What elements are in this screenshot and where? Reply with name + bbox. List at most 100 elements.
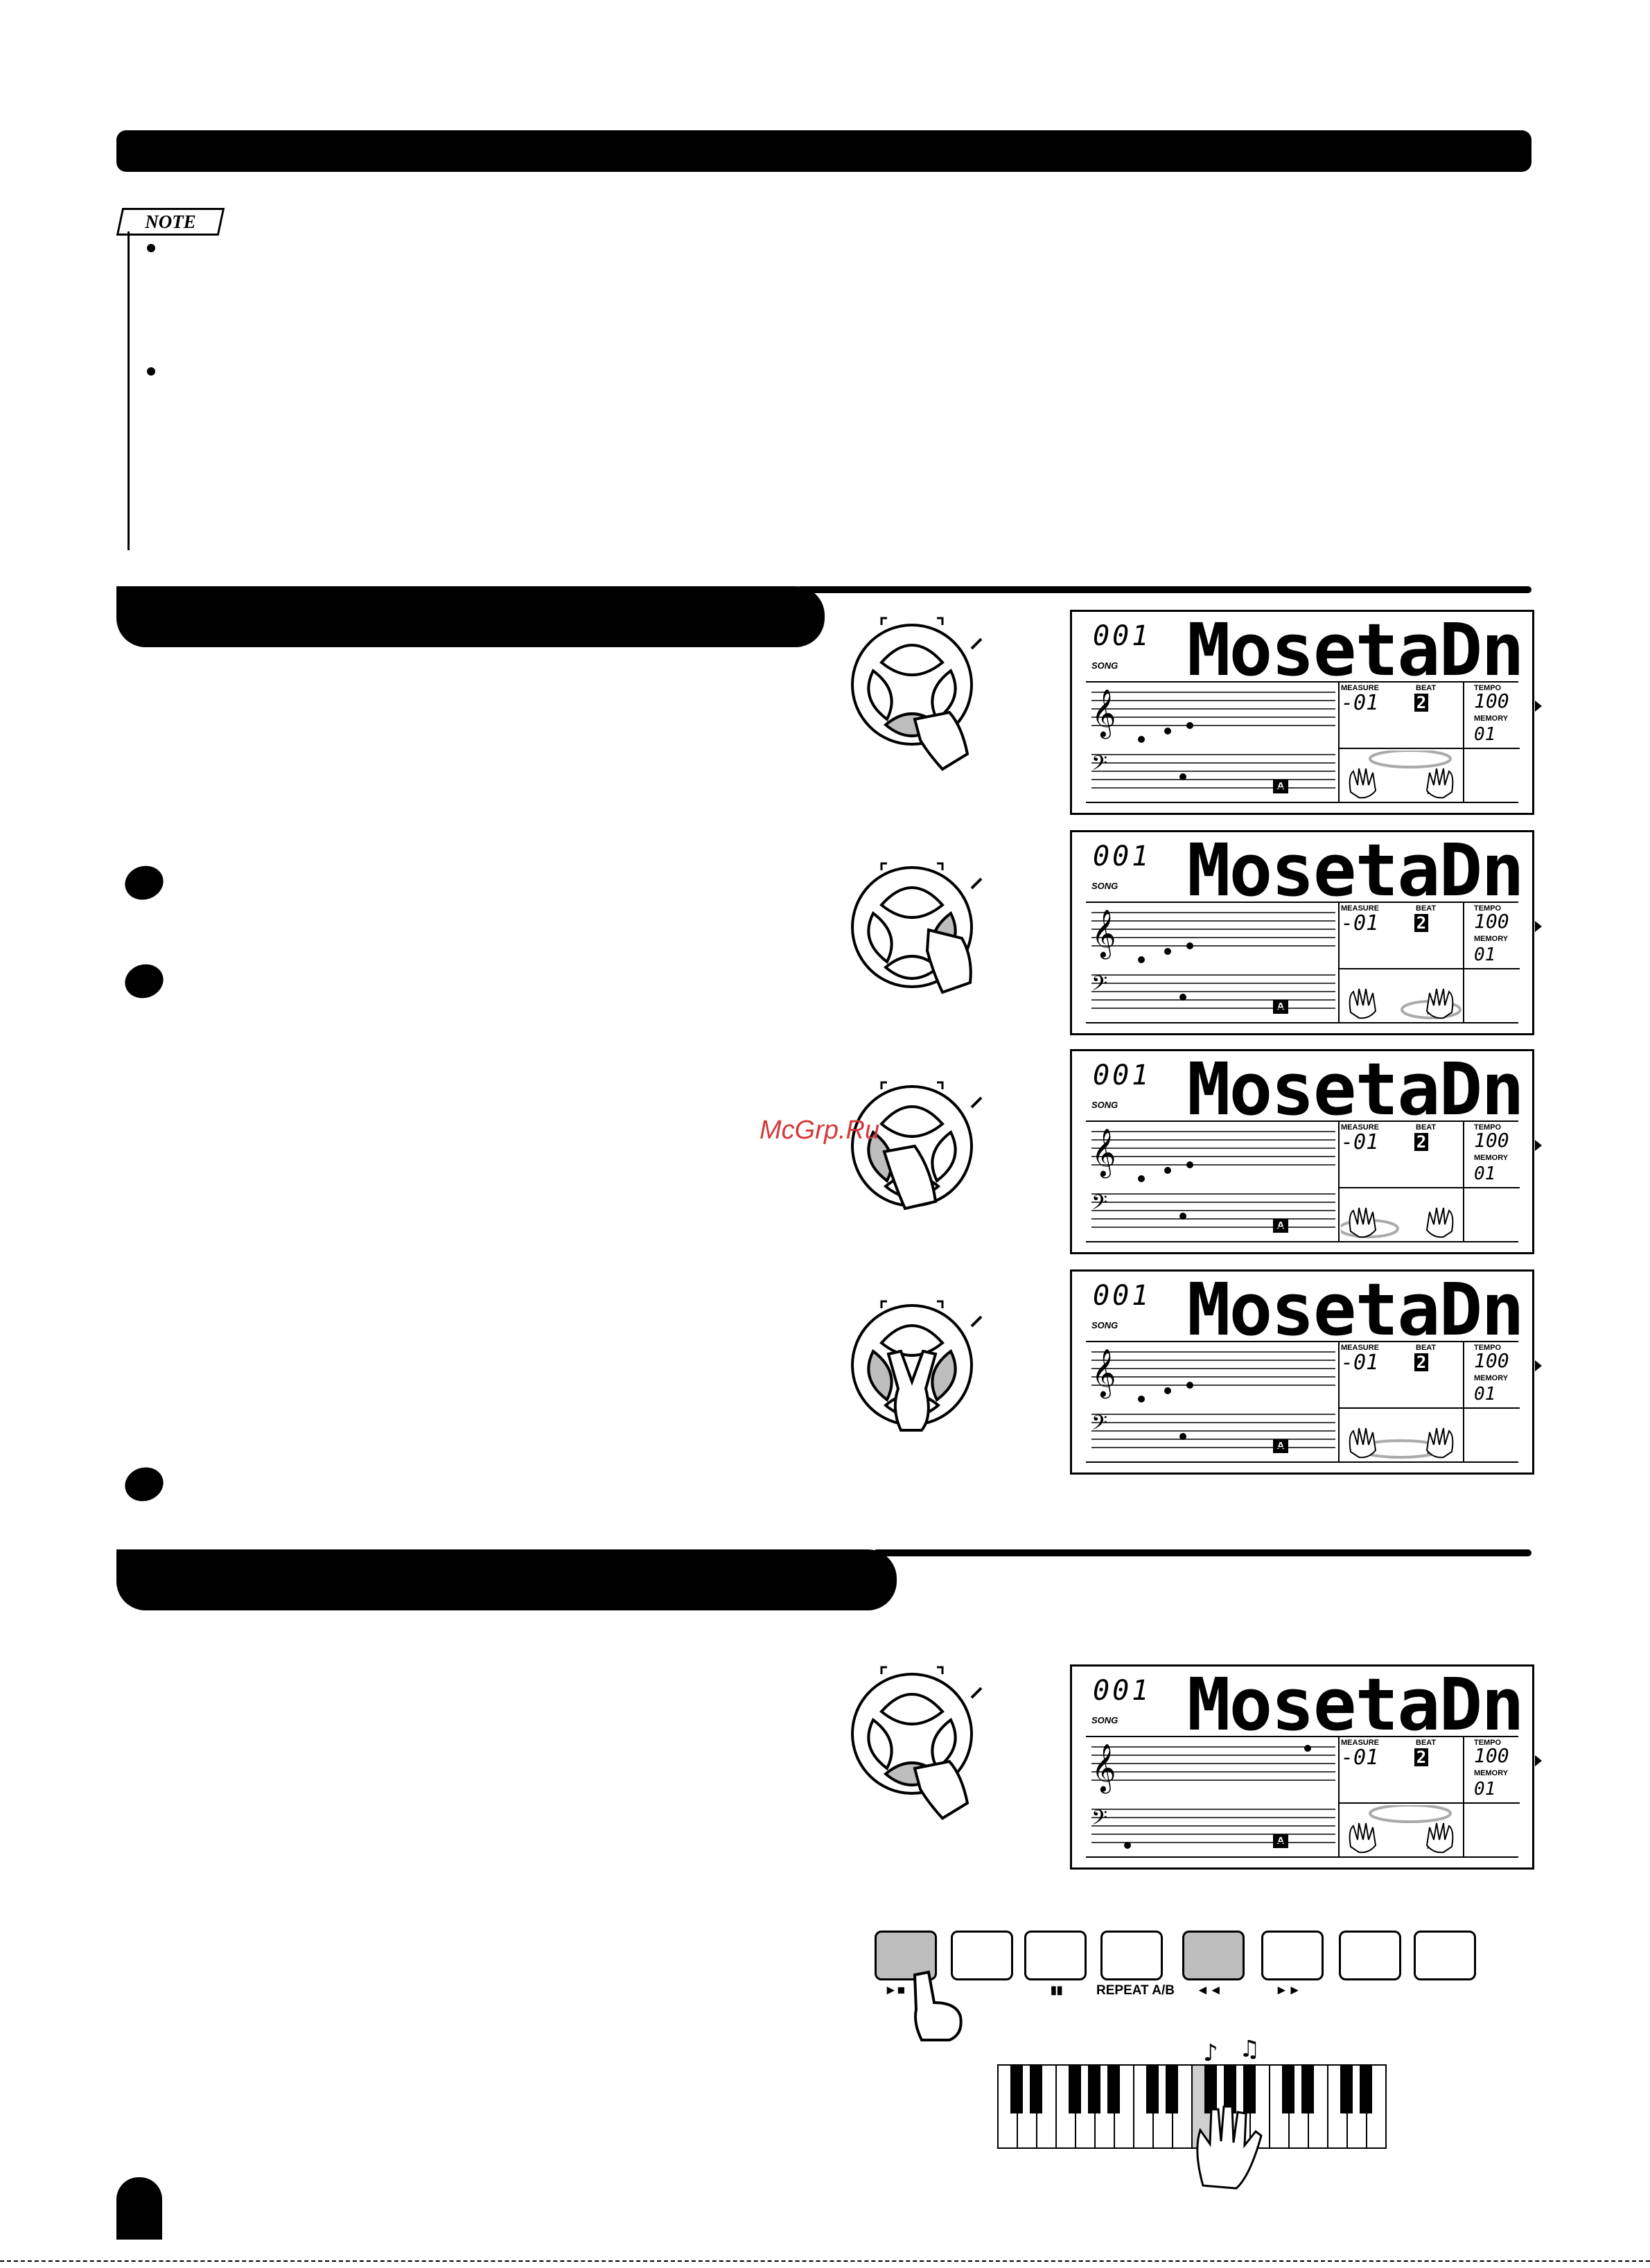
- fast-forward-label: ►►: [1275, 1983, 1301, 1998]
- lcd-memory-label: MEMORY: [1474, 1374, 1509, 1382]
- section-header-rule: [797, 586, 1531, 593]
- lcd-memory-label: MEMORY: [1474, 1769, 1509, 1777]
- lcd-part-marker: A: [1273, 1219, 1288, 1233]
- lcd-tempo-value: 100: [1474, 1129, 1509, 1152]
- lcd-part-marker: A: [1273, 780, 1288, 793]
- lcd-memory-value: 01: [1474, 1163, 1496, 1184]
- lcd-measure-label: MEASURE: [1341, 684, 1380, 692]
- lcd-tempo-value: 100: [1474, 1744, 1509, 1767]
- lcd-staff-icon: 𝄞 𝄢: [1091, 1128, 1335, 1228]
- rewind-button[interactable]: [1182, 1931, 1245, 1980]
- watermark-text: McGrp.Ru: [760, 1116, 880, 1145]
- keyboard-illustration: ♪ ♫: [997, 2040, 1387, 2190]
- start-stop-label: ►■: [884, 1983, 906, 1998]
- lcd-tempo-label: TEMPO: [1474, 904, 1502, 913]
- svg-text:𝄢: 𝄢: [1091, 1412, 1107, 1440]
- note-tag-label: NOTE: [145, 211, 196, 232]
- lcd-arrow-icon: [1535, 701, 1542, 712]
- lcd-arrow-icon: [1535, 1360, 1542, 1371]
- rewind-label: ◄◄: [1196, 1983, 1222, 1998]
- section-header-rule-2: [873, 1549, 1531, 1556]
- panel-button-8[interactable]: [1414, 1931, 1476, 1980]
- lcd-beat-value: 2: [1414, 1748, 1428, 1766]
- lcd-hands-icon: [1349, 1805, 1454, 1854]
- svg-text:♫: ♫: [1239, 2040, 1260, 2063]
- lcd-memory-label: MEMORY: [1474, 714, 1509, 723]
- lcd-tempo-label: TEMPO: [1474, 1344, 1502, 1352]
- lcd-arrow-icon: [1535, 921, 1542, 932]
- lcd-memory-label: MEMORY: [1474, 1154, 1509, 1162]
- lcd-tempo-label: TEMPO: [1474, 1123, 1502, 1132]
- lcd-beat-label: BEAT: [1416, 684, 1437, 692]
- page-number-tab: [116, 2177, 162, 2240]
- svg-text:𝄞: 𝄞: [1091, 1348, 1116, 1398]
- note-bullet-2: [147, 367, 155, 376]
- lcd-display-1: 001 SONG MosetaDn MEASURE BEAT TEMPO MEM…: [1070, 608, 1542, 815]
- lcd-tempo-value: 100: [1474, 910, 1509, 933]
- lcd-hands-icon: [1349, 988, 1462, 1019]
- lcd-measure-value: -01: [1341, 691, 1379, 715]
- lcd-beat-value: 2: [1414, 914, 1428, 932]
- svg-text:𝄞: 𝄞: [1091, 1743, 1116, 1793]
- lcd-measure-value: -01: [1341, 1351, 1379, 1375]
- section-header-lesson: [116, 586, 825, 647]
- lcd-tempo-label: TEMPO: [1474, 1739, 1502, 1747]
- svg-text:𝄞: 𝄞: [1091, 689, 1116, 739]
- lcd-measure-label: MEASURE: [1341, 1344, 1380, 1352]
- lcd-memory-value: 01: [1474, 1779, 1496, 1800]
- svg-text:𝄢: 𝄢: [1091, 1191, 1107, 1220]
- lcd-song-name: MosetaDn: [1187, 608, 1525, 692]
- pause-button[interactable]: [1024, 1931, 1087, 1980]
- svg-text:♪: ♪: [1203, 2040, 1218, 2067]
- lcd-hands-icon: [1349, 1427, 1454, 1459]
- lcd-hands-icon: [1341, 1207, 1454, 1238]
- step-marker-2: [120, 959, 168, 1003]
- svg-text:𝄢: 𝄢: [1091, 1807, 1107, 1835]
- lcd-song-name: MosetaDn: [1187, 1662, 1525, 1747]
- lcd-song-label: SONG: [1091, 660, 1118, 671]
- svg-text:𝄢: 𝄢: [1091, 752, 1107, 780]
- fast-forward-button[interactable]: [1261, 1931, 1324, 1980]
- lcd-measure-label: MEASURE: [1341, 1739, 1380, 1747]
- lcd-tempo-value: 100: [1474, 1349, 1509, 1372]
- lcd-song-label: SONG: [1091, 1715, 1118, 1725]
- lcd-beat-value: 2: [1414, 694, 1428, 712]
- lcd-song-name: MosetaDn: [1187, 828, 1525, 913]
- lcd-arrow-icon: [1535, 1140, 1542, 1151]
- footer-rule: [0, 2260, 1650, 2263]
- practice-dial-illustration: [851, 1666, 983, 1820]
- section-header-practice: [116, 1549, 897, 1610]
- lcd-staff-icon: 𝄞 𝄢: [1091, 1743, 1335, 1849]
- lcd-memory-value: 01: [1474, 724, 1496, 745]
- lcd-part-marker: A: [1273, 1439, 1288, 1453]
- lcd-tempo-value: 100: [1474, 689, 1509, 712]
- lesson-dial-illustration-2: [851, 862, 983, 994]
- lcd-song-label: SONG: [1091, 881, 1118, 891]
- lcd-memory-value: 01: [1474, 1384, 1496, 1405]
- repeat-ab-button[interactable]: [1100, 1931, 1163, 1980]
- finger-press-icon: [913, 1970, 963, 2041]
- lcd-beat-label: BEAT: [1416, 1123, 1437, 1132]
- step-marker-3: [120, 1462, 168, 1506]
- note-tag: NOTE: [116, 208, 225, 236]
- note-rule: [128, 231, 130, 550]
- pause-label: ▮▮: [1051, 1985, 1063, 1996]
- lcd-song-number: 001: [1093, 620, 1152, 652]
- lcd-song-number: 001: [1093, 1675, 1152, 1707]
- lcd-memory-label: MEMORY: [1474, 935, 1509, 943]
- lcd-measure-value: -01: [1341, 1130, 1379, 1154]
- lcd-tempo-label: TEMPO: [1474, 684, 1502, 692]
- panel-button-7[interactable]: [1339, 1931, 1401, 1980]
- lcd-song-number: 001: [1093, 1280, 1152, 1312]
- lcd-display-3: 001 SONG MosetaDn MEASURE BEAT TEMPO MEM…: [1070, 1047, 1542, 1254]
- lcd-measure-label: MEASURE: [1341, 904, 1380, 913]
- repeat-ab-label: REPEAT A/B: [1096, 1983, 1175, 1998]
- lcd-beat-value: 2: [1414, 1353, 1428, 1371]
- lcd-staff-icon: 𝄞 𝄢: [1091, 909, 1335, 1009]
- lesson-dial-illustration-1: [851, 617, 983, 771]
- lcd-display-4: 001 SONG MosetaDn MEASURE BEAT TEMPO MEM…: [1070, 1269, 1542, 1475]
- panel-button-2[interactable]: [951, 1931, 1013, 1980]
- lcd-song-name: MosetaDn: [1187, 1047, 1525, 1132]
- lcd-beat-value: 2: [1414, 1133, 1428, 1151]
- lcd-staff-icon: 𝄞 𝄢: [1091, 689, 1335, 789]
